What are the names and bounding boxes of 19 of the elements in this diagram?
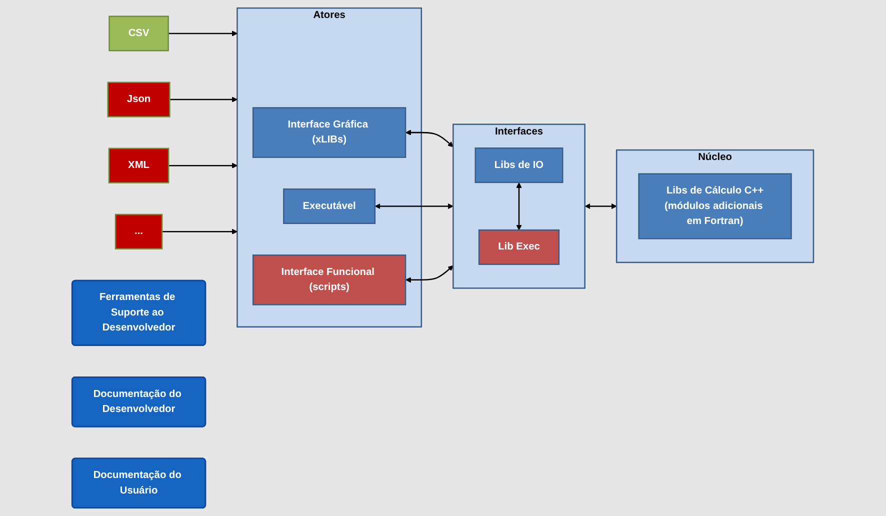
arrow <box>406 130 454 148</box>
node-box: Interface Funcional (scripts) <box>252 254 406 306</box>
node-box: Interface Gráfica (xLIBs) <box>252 107 406 158</box>
node-box: Libs de IO <box>474 147 564 184</box>
arrow <box>585 203 618 210</box>
node-box: CSV <box>108 16 170 52</box>
arrow <box>375 203 454 210</box>
node-box: ... <box>115 214 163 250</box>
node-box: XML <box>108 148 170 184</box>
node-box: Lib Exec <box>478 229 560 265</box>
node-box: Json <box>107 82 171 118</box>
arrow <box>516 182 522 230</box>
node-box: Executável <box>283 188 376 224</box>
arrow <box>170 96 238 102</box>
node-box: Libs de Cálculo C++ (módulos adicionais em Fortran) <box>638 173 792 240</box>
arrow <box>162 228 238 234</box>
arrow <box>168 162 238 168</box>
arrow <box>406 265 454 283</box>
arrow <box>168 30 238 36</box>
